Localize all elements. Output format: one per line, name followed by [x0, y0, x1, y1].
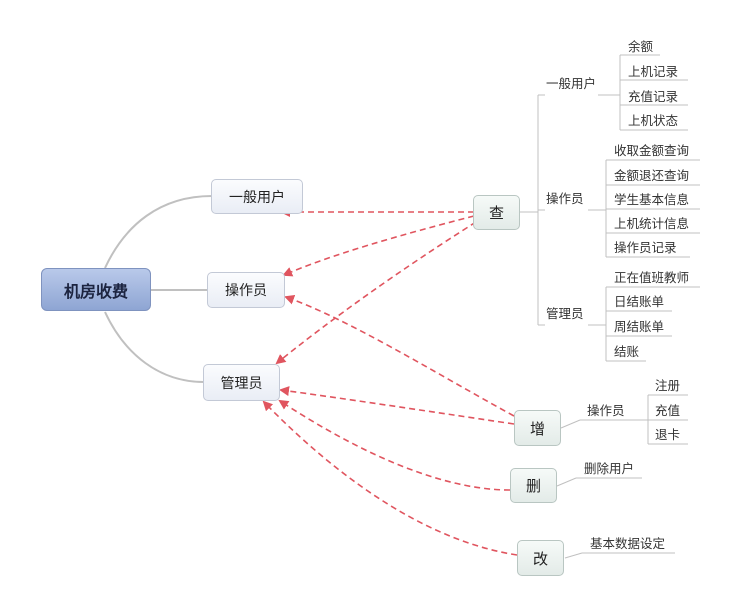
query-connectors [520, 54, 700, 362]
arrow-delete-admin [278, 399, 511, 491]
role-node-operator: 操作员 [207, 272, 285, 308]
leaf-recharge-record: 充值记录 [628, 89, 679, 104]
relation-arrows [262, 207, 518, 556]
leaf-usage-statistics: 上机统计信息 [614, 216, 690, 231]
leaf-on-duty-teacher: 正在值班教师 [614, 270, 690, 285]
arrow-query-operator [282, 215, 475, 277]
branch-root-general-user [104, 195, 213, 269]
arrow-add-admin [279, 386, 515, 425]
query-group-operator-label: 操作员 [546, 191, 584, 206]
action-node-query: 查 [473, 195, 520, 230]
leaf-usage-status: 上机状态 [628, 113, 679, 128]
action-node-modify: 改 [517, 540, 564, 576]
leaf-register: 注册 [655, 378, 681, 393]
leaf-recharge: 充值 [655, 403, 681, 418]
leaf-weekly-bill: 周结账单 [614, 319, 665, 334]
action-connectors [556, 394, 688, 559]
leaf-refund-amount-query: 金额退还查询 [614, 168, 690, 183]
leaf-daily-bill: 日结账单 [614, 294, 665, 309]
action-node-delete: 删 [510, 468, 557, 503]
arrow-query-admin [275, 221, 477, 365]
leaf-balance: 余额 [628, 39, 654, 54]
root-node: 机房收费 [41, 268, 151, 311]
leaf-operator-record: 操作员记录 [614, 240, 677, 255]
action-node-add: 增 [514, 410, 561, 446]
branch-root-admin [104, 311, 205, 383]
arrow-add-operator [284, 295, 515, 417]
query-group-general-user-label: 一般用户 [546, 76, 597, 91]
add-group-operator-label: 操作员 [587, 403, 625, 418]
leaf-checkout: 结账 [614, 344, 640, 359]
root-branches [104, 195, 213, 383]
arrow-modify-admin [262, 400, 518, 556]
role-node-general-user: 一般用户 [211, 179, 303, 214]
leaf-usage-record: 上机记录 [628, 64, 679, 79]
leaf-collected-amount-query: 收取金额查询 [614, 143, 690, 158]
leaf-student-info: 学生基本信息 [614, 192, 690, 207]
leaf-basic-data-settings: 基本数据设定 [590, 536, 666, 551]
leaf-card-return: 退卡 [655, 427, 681, 442]
role-node-admin: 管理员 [203, 364, 280, 401]
query-group-admin-label: 管理员 [546, 306, 584, 321]
leaf-delete-user: 删除用户 [584, 461, 635, 476]
